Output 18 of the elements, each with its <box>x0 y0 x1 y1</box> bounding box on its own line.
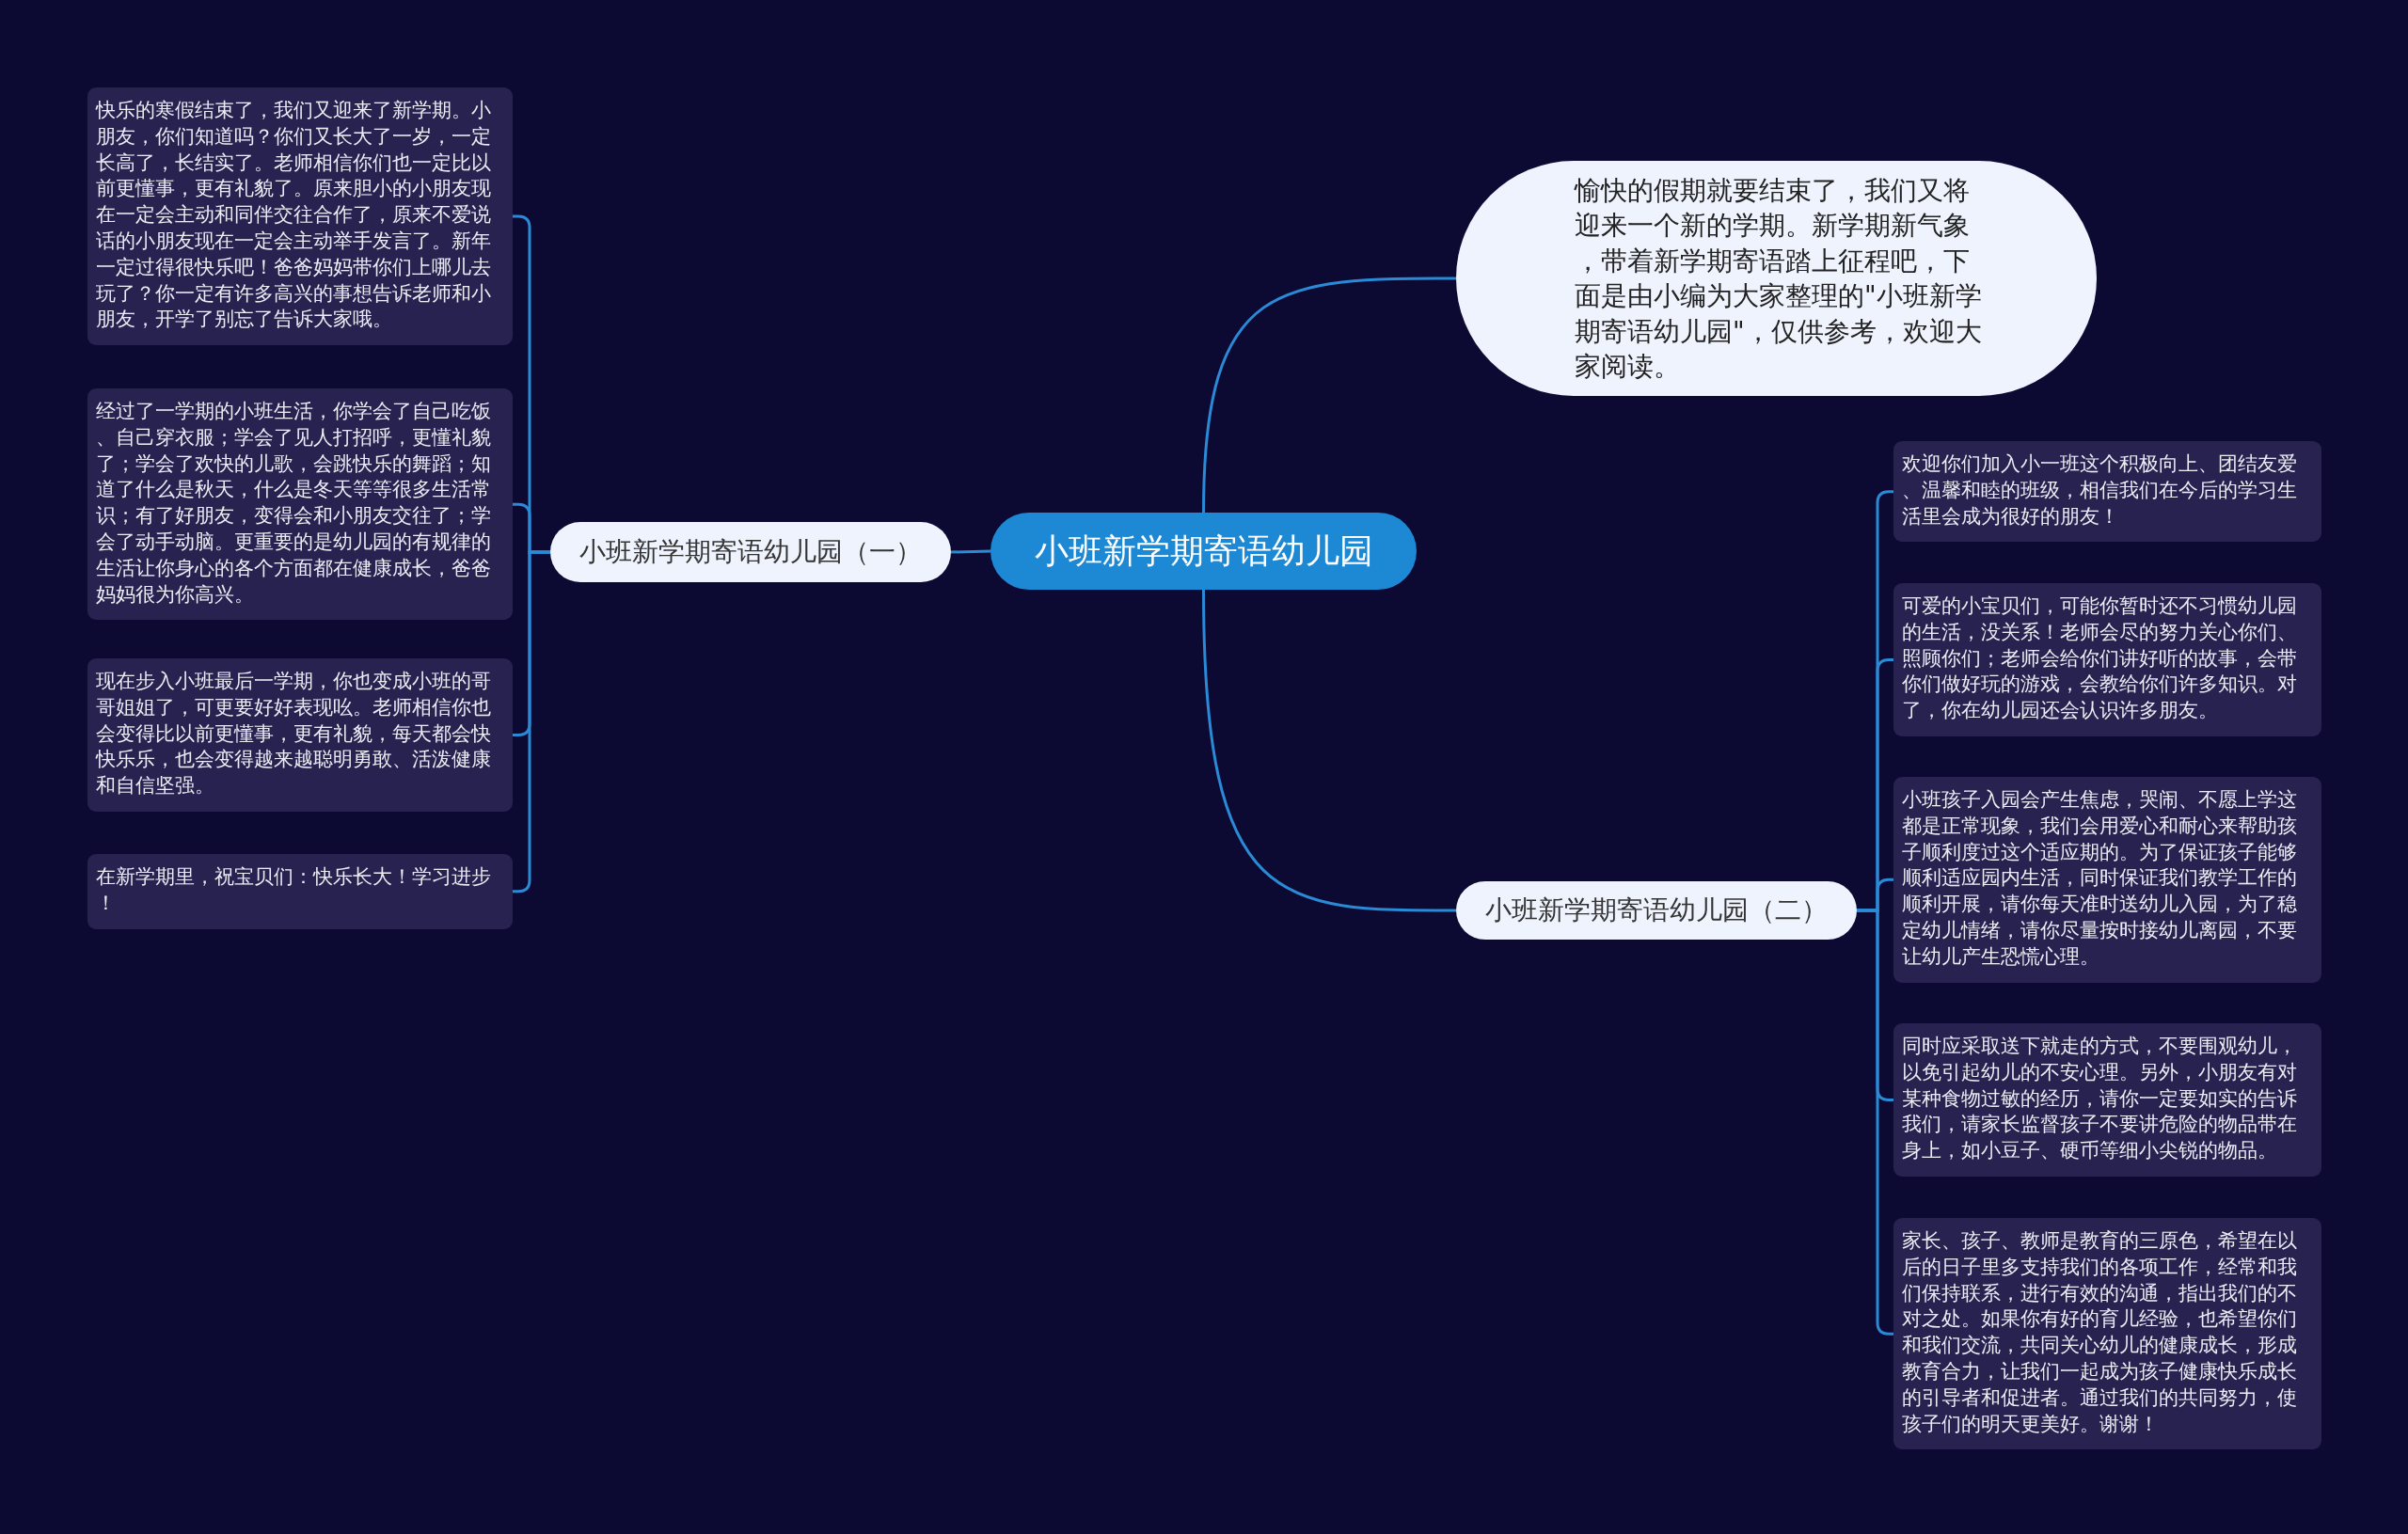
branch-topic: 小班新学期寄语幼儿园（一） <box>550 522 951 582</box>
text-card: 可爱的小宝贝们，可能你暂时还不习惯幼儿园的生活，没关系！老师会尽的努力关心你们、照顾你们；老师会给你们讲好听的故事，会带你们做好玩的游戏，会教给你们许多知识。对了，你在幼儿园还会认识许多朋友。 <box>1893 583 2321 736</box>
text-card: 经过了一学期的小班生活，你学会了自己吃饭、自己穿衣服；学会了见人打招呼，更懂礼貌了；学会了欢快的儿歌，会跳快乐的舞蹈；知道了什么是秋天，什么是冬天等等很多生活常识；有了好朋友，变得会和小朋友交往了；学会了动手动脑。更重要的是幼儿园的有规律的生活让你身心的各个方面都在健康成长，爸爸妈妈很为你高兴。 <box>87 388 513 621</box>
text-card: 同时应采取送下就走的方式，不要围观幼儿，以免引起幼儿的不安心理。另外，小朋友有对某种食物过敏的经历，请你一定要如实的告诉我们，请家长监督孩子不要讲危险的物品带在身上，如小豆子、硬币等细小尖锐的物品。 <box>1893 1023 2321 1177</box>
connector-line <box>1202 589 1456 912</box>
connector-line <box>950 549 991 554</box>
connector-line <box>1202 277 1456 514</box>
branch-topic: 小班新学期寄语幼儿园（二） <box>1456 881 1857 940</box>
text-card: 小班孩子入园会产生焦虑，哭闹、不愿上学这都是正常现象，我们会用爱心和耐心来帮助孩子顺利度过这个适应期的。为了保证孩子能够顺利适应园内生活，同时保证我们教学工作的顺利开展，请你每天准时送幼儿入园，为了稳定幼儿情绪，请你尽量按时接幼儿离园，不要让幼儿产生恐慌心理。 <box>1893 777 2321 983</box>
text-card: 家长、孩子、教师是教育的三原色，希望在以后的日子里多支持我们的各项工作，经常和我们保持联系，进行有效的沟通，指出我们的不对之处。如果你有好的育儿经验，也希望你们和我们交流，共同关心幼儿的健康成长，形成教育合力，让我们一起成为孩子健康快乐成长的引导者和促进者。通过我们的共同努力，使孩子们的明天更美好。谢谢！ <box>1893 1218 2321 1450</box>
text-card: 快乐的寒假结束了，我们又迎来了新学期。小朋友，你们知道吗？你们又长大了一岁，一定长高了，长结实了。老师相信你们也一定比以前更懂事，更有礼貌了。原来胆小的小朋友现在一定会主动和同伴交往合作了，原来不爱说话的小朋友现在一定会主动举手发言了。新年一定过得很快乐吧！爸爸妈妈带你们上哪儿去玩了？你一定有许多高兴的事想告诉老师和小朋友，开学了别忘了告诉大家哦。 <box>87 87 513 346</box>
text-card: 在新学期里，祝宝贝们：快乐长大！学习进步！ <box>87 854 513 929</box>
central-topic: 小班新学期寄语幼儿园 <box>990 513 1417 590</box>
text-card: 现在步入小班最后一学期，你也变成小班的哥哥姐姐了，可更要好好表现吆。老师相信你也会变得比以前更懂事，更有礼貌，每天都会快快乐乐，也会变得越来越聪明勇敢、活泼健康和自信坚强。 <box>87 658 513 812</box>
connector-line <box>513 550 550 894</box>
connector-line <box>1857 909 1893 1336</box>
text-card: 欢迎你们加入小一班这个积极向上、团结友爱、温馨和睦的班级，相信我们在今后的学习生活里会成为很好的朋友！ <box>1893 441 2321 543</box>
intro-bubble: 愉快的假期就要结束了，我们又将迎来一个新的学期。新学期新气象，带着新学期寄语踏上征程吧，下面是由小编为大家整理的"小班新学期寄语幼儿园"，仅供参考，欢迎大家阅读。 <box>1456 161 2097 396</box>
